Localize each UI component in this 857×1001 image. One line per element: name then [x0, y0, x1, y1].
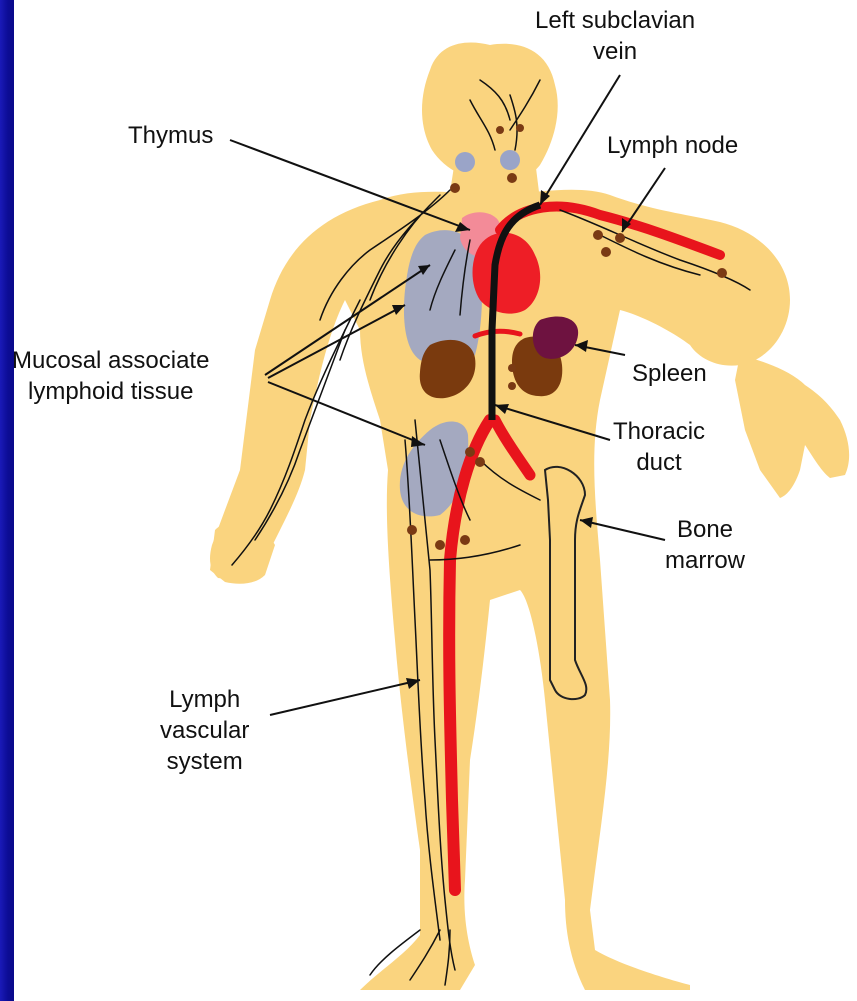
pointer-lymph-vascular — [270, 680, 420, 715]
hand — [735, 355, 849, 498]
node — [465, 447, 475, 457]
label-lymph-vascular-system: Lymph vascular system — [160, 684, 249, 777]
node — [508, 364, 516, 372]
label-bone-marrow: Bone marrow — [665, 514, 745, 576]
node — [516, 124, 524, 132]
node — [717, 268, 727, 278]
node — [508, 382, 516, 390]
node — [615, 233, 625, 243]
label-spleen: Spleen — [632, 358, 707, 389]
node — [496, 126, 504, 134]
node — [507, 173, 517, 183]
node — [601, 247, 611, 257]
label-left-subclavian-vein: Left subclavian vein — [535, 5, 695, 67]
node — [450, 183, 460, 193]
tonsil — [455, 152, 475, 172]
label-thymus: Thymus — [128, 120, 213, 151]
node — [407, 525, 417, 535]
node — [460, 535, 470, 545]
node — [475, 457, 485, 467]
label-lymph-node: Lymph node — [607, 130, 738, 161]
node — [435, 540, 445, 550]
label-mucosal-tissue: Mucosal associate lymphoid tissue — [12, 345, 209, 407]
tonsil — [500, 150, 520, 170]
label-thoracic-duct: Thoracic duct — [613, 416, 705, 478]
node — [593, 230, 603, 240]
body-silhouette — [210, 43, 849, 990]
